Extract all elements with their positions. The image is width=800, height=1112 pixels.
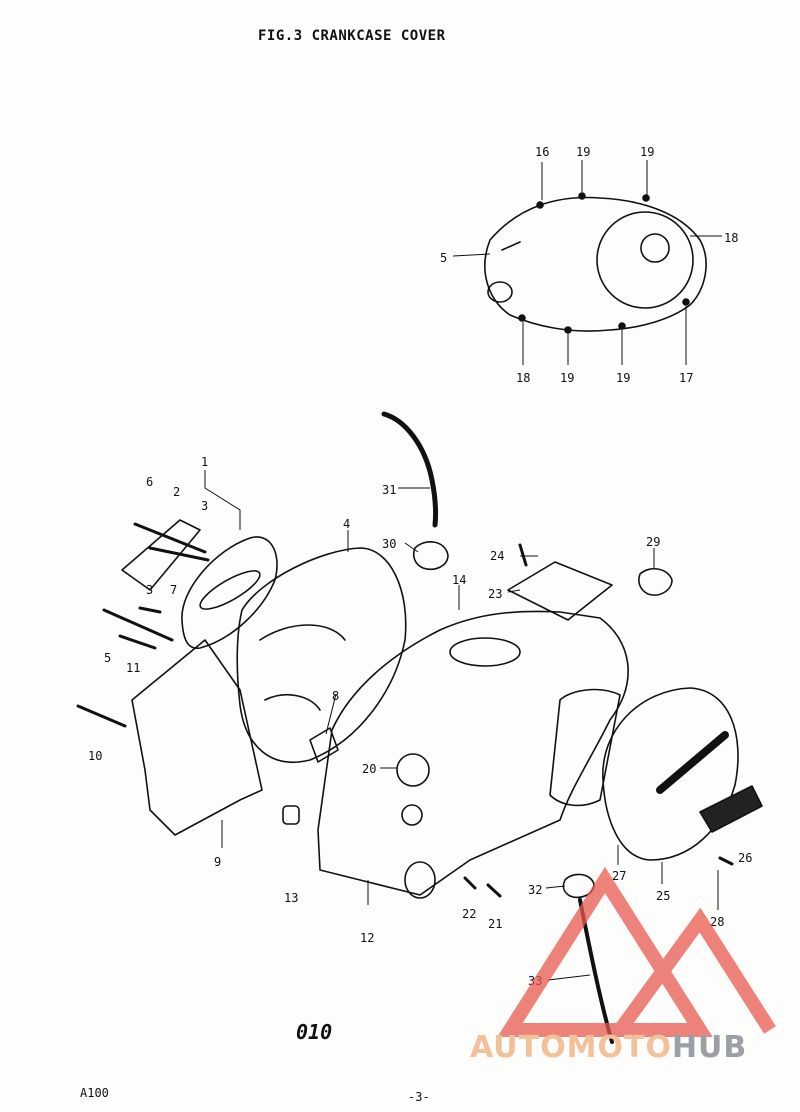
- callout-5-detail: 5: [440, 251, 447, 265]
- callout-18-a: 18: [724, 231, 738, 245]
- generator-cover: [236, 547, 407, 763]
- dowel-pin: [282, 805, 300, 825]
- figure-title: FIG.3 CRANKCASE COVER: [258, 28, 446, 44]
- callout-29: 29: [646, 535, 660, 549]
- watermark-brand-part1: AUTOMOTO: [470, 1030, 672, 1065]
- callout-4: 4: [343, 517, 350, 531]
- callout-27: 27: [612, 869, 626, 883]
- callout-12: 12: [360, 931, 374, 945]
- bolts: [76, 522, 734, 898]
- callout-20: 20: [362, 762, 376, 776]
- shroud: [131, 639, 263, 836]
- callout-18-b: 18: [516, 371, 530, 385]
- small-plate: [121, 519, 201, 591]
- callout-8: 8: [332, 689, 339, 703]
- callout-9: 9: [214, 855, 221, 869]
- callout-3-a: 3: [201, 499, 208, 513]
- emblem: [699, 785, 763, 833]
- filler-cap: [562, 873, 595, 899]
- callout-14: 14: [452, 573, 466, 587]
- watermark-text: AUTOMOTOHUB: [470, 1030, 747, 1065]
- oil-plug: [638, 567, 673, 596]
- callout-19-c: 19: [560, 371, 574, 385]
- model-code: A100: [80, 1086, 109, 1100]
- callout-11: 11: [126, 661, 140, 675]
- callout-25: 25: [656, 889, 670, 903]
- clutch-cover: [602, 687, 739, 861]
- cover-detail-view: [484, 192, 707, 334]
- callout-16: 16: [535, 145, 549, 159]
- callout-21: 21: [488, 917, 502, 931]
- bracket: [309, 727, 339, 763]
- callout-19-b: 19: [640, 145, 654, 159]
- page-number: -3-: [408, 1090, 430, 1104]
- callout-7: 7: [170, 583, 177, 597]
- watermark-brand-part2: HUB: [671, 1030, 748, 1065]
- gasket-plate: [181, 536, 278, 649]
- grommet: [412, 541, 449, 571]
- callout-31: 31: [382, 483, 396, 497]
- callout-24: 24: [490, 549, 504, 563]
- callout-17: 17: [679, 371, 693, 385]
- inspection-cap: [507, 561, 613, 621]
- callout-3-b: 3: [146, 583, 153, 597]
- callout-5: 5: [104, 651, 111, 665]
- hose-31: [381, 411, 439, 528]
- callout-28: 28: [710, 915, 724, 929]
- callout-19-d: 19: [616, 371, 630, 385]
- callout-32: 32: [528, 883, 542, 897]
- callout-23: 23: [488, 587, 502, 601]
- callout-10: 10: [88, 749, 102, 763]
- callout-22: 22: [462, 907, 476, 921]
- main-crankcase-cover: [317, 610, 629, 896]
- callout-19-a: 19: [576, 145, 590, 159]
- callout-30: 30: [382, 537, 396, 551]
- callout-13: 13: [284, 891, 298, 905]
- callout-26: 26: [738, 851, 752, 865]
- automotohub-logo: [497, 866, 776, 1037]
- callout-1: 1: [201, 455, 208, 469]
- page-code: 010: [296, 1020, 333, 1044]
- callout-2: 2: [173, 485, 180, 499]
- callout-6: 6: [146, 475, 153, 489]
